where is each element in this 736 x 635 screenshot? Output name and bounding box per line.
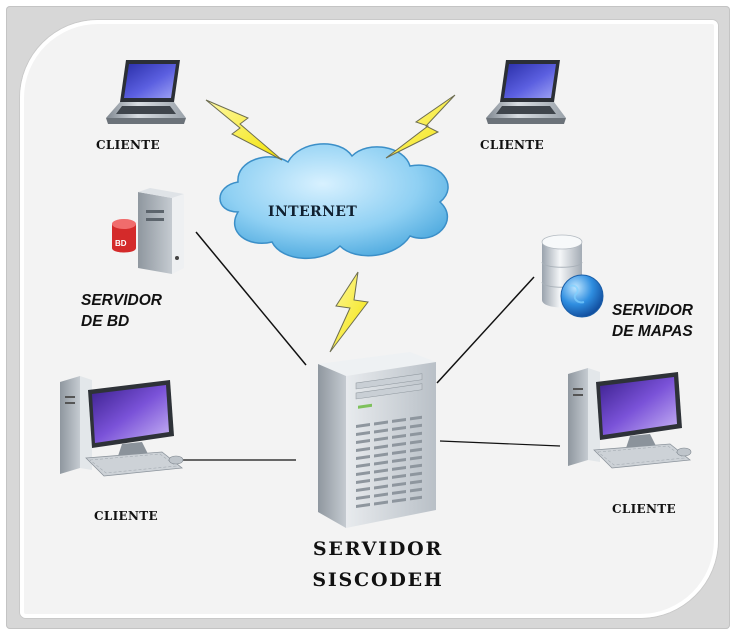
map-server-label-line2: DE MAPAS [612,323,693,340]
internet-label: INTERNET [268,204,358,220]
link-mapserver-main [436,276,535,384]
main-server-label-line2: SISCODEH [312,569,444,591]
laptop-icon [486,60,566,124]
db-badge: BD [115,239,127,248]
main-server-label-line1: SERVIDOR [312,538,444,560]
link-dbserver-main [195,231,307,366]
map-server-icon [541,234,604,318]
db-server-label-line1: SERVIDOR [81,292,162,309]
laptop-icon [106,60,186,124]
lightning-bolt-icon [205,99,283,161]
lightning-bolt-icon [385,94,456,159]
client-label-top-right: CLIENTE [480,138,544,152]
db-server-label-line2: DE BD [81,313,130,330]
link-clientright-main [439,440,561,447]
main-server-label: SERVIDOR SISCODEH [290,534,466,596]
main-server-icon [318,352,436,528]
client-label-bottom-right: CLIENTE [612,502,676,516]
client-label-bottom-left: CLIENTE [94,509,158,523]
internet-cloud [219,143,449,259]
database-server-icon [112,188,184,274]
client-label-top-left: CLIENTE [96,138,160,152]
map-server-label: SERVIDOR DE MAPAS [612,300,693,342]
lightning-bolt-icon [329,271,369,353]
desktop-computer-icon [568,368,692,469]
db-server-label: SERVIDOR DE BD [81,290,162,332]
map-server-label-line1: SERVIDOR [612,302,693,319]
desktop-computer-icon [60,376,184,477]
